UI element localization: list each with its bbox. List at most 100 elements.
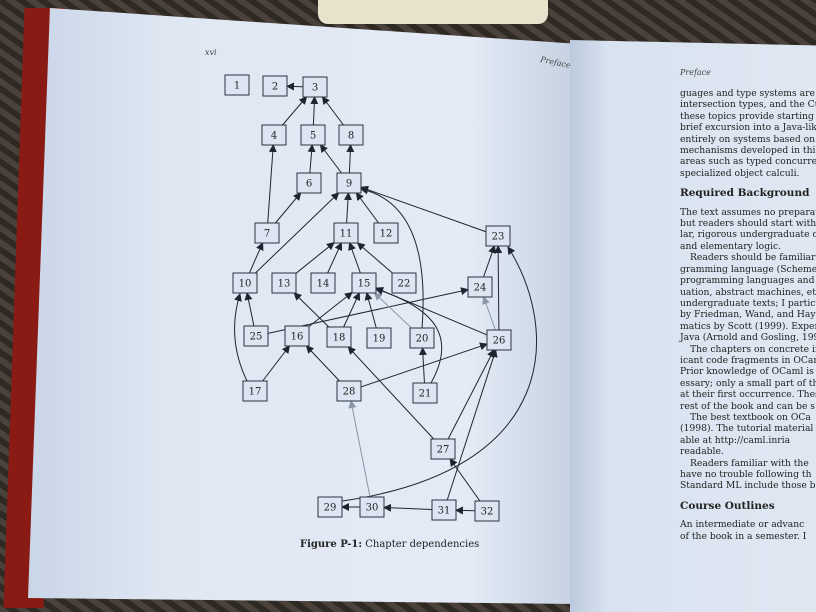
chapter-node-19: 19 — [366, 327, 392, 349]
chapter-node-5: 5 — [300, 124, 326, 146]
edge-10-to-9 — [255, 192, 340, 274]
edge-26-to-24 — [482, 296, 496, 331]
edge-10-to-7 — [248, 242, 264, 274]
text-line: Readers familiar with the — [690, 457, 809, 469]
edge-12-to-9 — [355, 192, 380, 224]
chapter-node-3: 3 — [302, 76, 328, 98]
chapter-node-9: 9 — [336, 172, 362, 194]
node-box — [474, 500, 500, 522]
node-box — [485, 225, 511, 247]
node-label: 16 — [291, 332, 304, 343]
chapter-node-17: 17 — [242, 380, 268, 402]
edge-16-to-15 — [308, 291, 353, 327]
node-box — [302, 76, 328, 98]
node-box — [338, 124, 364, 146]
edge-24-to-23 — [483, 245, 496, 278]
edge-6-to-5 — [307, 144, 316, 174]
figure-caption: Figure P-1: Chapter dependencies — [300, 539, 479, 550]
section-heading: Required Background — [680, 187, 810, 200]
node-label: 5 — [310, 131, 316, 142]
node-label: 13 — [278, 279, 291, 290]
text-line: of the book in a semester. I — [680, 530, 807, 542]
chapter-node-10: 10 — [232, 272, 258, 294]
node-label: 19 — [373, 334, 386, 345]
text-line: areas such as typed concurrent — [680, 156, 816, 168]
text-line: lar, rigorous undergraduate cou — [680, 229, 816, 241]
text-line: Java (Arnold and Gosling, 1996 — [680, 332, 816, 344]
text-line: essary; only a small part of th — [680, 377, 816, 389]
text-line: mechanisms developed in this se — [680, 145, 816, 157]
node-label: 1 — [234, 81, 240, 92]
node-box — [336, 172, 362, 194]
edge-11-to-9 — [343, 192, 352, 224]
chapter-node-26: 26 — [486, 329, 512, 351]
text-line: entirely on systems based on the l — [680, 133, 816, 145]
node-label: 14 — [317, 279, 330, 290]
node-box — [310, 272, 336, 294]
chapter-node-6: 6 — [296, 172, 322, 194]
node-label: 32 — [481, 507, 494, 518]
text-line: have no trouble following th — [680, 469, 812, 480]
node-label: 31 — [438, 506, 451, 517]
node-label: 17 — [249, 387, 262, 398]
node-box — [224, 74, 250, 96]
chapter-node-23: 23 — [485, 225, 511, 247]
node-box — [412, 382, 438, 404]
node-box — [431, 499, 457, 521]
text-line: matics by Scott (1999). Experie — [680, 320, 816, 332]
node-label: 23 — [492, 232, 505, 243]
node-label: 25 — [250, 332, 263, 343]
text-line: Readers should be familiar w — [690, 252, 816, 264]
edge-26-to-23 — [494, 245, 503, 331]
chapter-node-30: 30 — [359, 496, 385, 518]
edge-20-to-9 — [360, 186, 424, 329]
node-label: 27 — [437, 445, 450, 456]
node-label: 18 — [333, 333, 346, 344]
chapter-node-1: 1 — [224, 74, 250, 96]
edge-4-to-3 — [282, 96, 308, 126]
edge-32-to-27 — [449, 458, 481, 502]
node-box — [359, 496, 385, 518]
text-line: specialized object calculi. — [680, 167, 800, 179]
text-line: by Friedman, Wand, and Hayn — [680, 309, 816, 321]
chapter-node-15: 15 — [351, 272, 377, 294]
edge-23-to-9 — [360, 185, 487, 233]
right-page-body: guages and type systems are mentiinterse… — [680, 88, 816, 542]
text-line: The chapters on concrete in — [690, 343, 816, 355]
node-box — [486, 329, 512, 351]
edge-31-to-30 — [383, 503, 433, 512]
node-label: 8 — [348, 131, 354, 142]
chapter-node-14: 14 — [310, 272, 336, 294]
node-box — [391, 272, 417, 294]
figure-label: Figure P-1: — [300, 539, 363, 550]
node-label: 30 — [366, 503, 379, 514]
node-label: 2 — [272, 82, 278, 93]
node-box — [336, 380, 362, 402]
text-line: gramming language (Scheme, M — [680, 263, 816, 275]
node-box — [333, 222, 359, 244]
text-line: readable. — [680, 446, 724, 458]
edge-8-to-3 — [321, 96, 344, 126]
node-label: 12 — [380, 229, 393, 240]
node-label: 15 — [358, 279, 371, 290]
node-box — [242, 380, 268, 402]
text-line: and elementary logic. — [680, 240, 782, 252]
chapter-node-27: 27 — [430, 438, 456, 460]
node-box — [232, 272, 258, 294]
text-line: Prior knowledge of OCaml is h — [680, 366, 816, 378]
chapter-node-12: 12 — [373, 222, 399, 244]
edge-29-to-23 — [341, 246, 537, 502]
text-line: guages and type systems are menti — [680, 88, 816, 99]
text-line: able at http://caml.inria — [680, 434, 791, 446]
node-label: 3 — [312, 83, 318, 94]
node-box — [351, 272, 377, 294]
text-line: The best textbook on OCa — [690, 411, 811, 423]
text-line: undergraduate texts; I particula — [680, 297, 816, 309]
node-label: 24 — [474, 283, 487, 294]
text-line: programming languages and co — [680, 275, 816, 287]
edge-31-to-26 — [446, 349, 498, 501]
text-line: An intermediate or advanc — [680, 519, 805, 531]
node-box — [317, 496, 343, 518]
